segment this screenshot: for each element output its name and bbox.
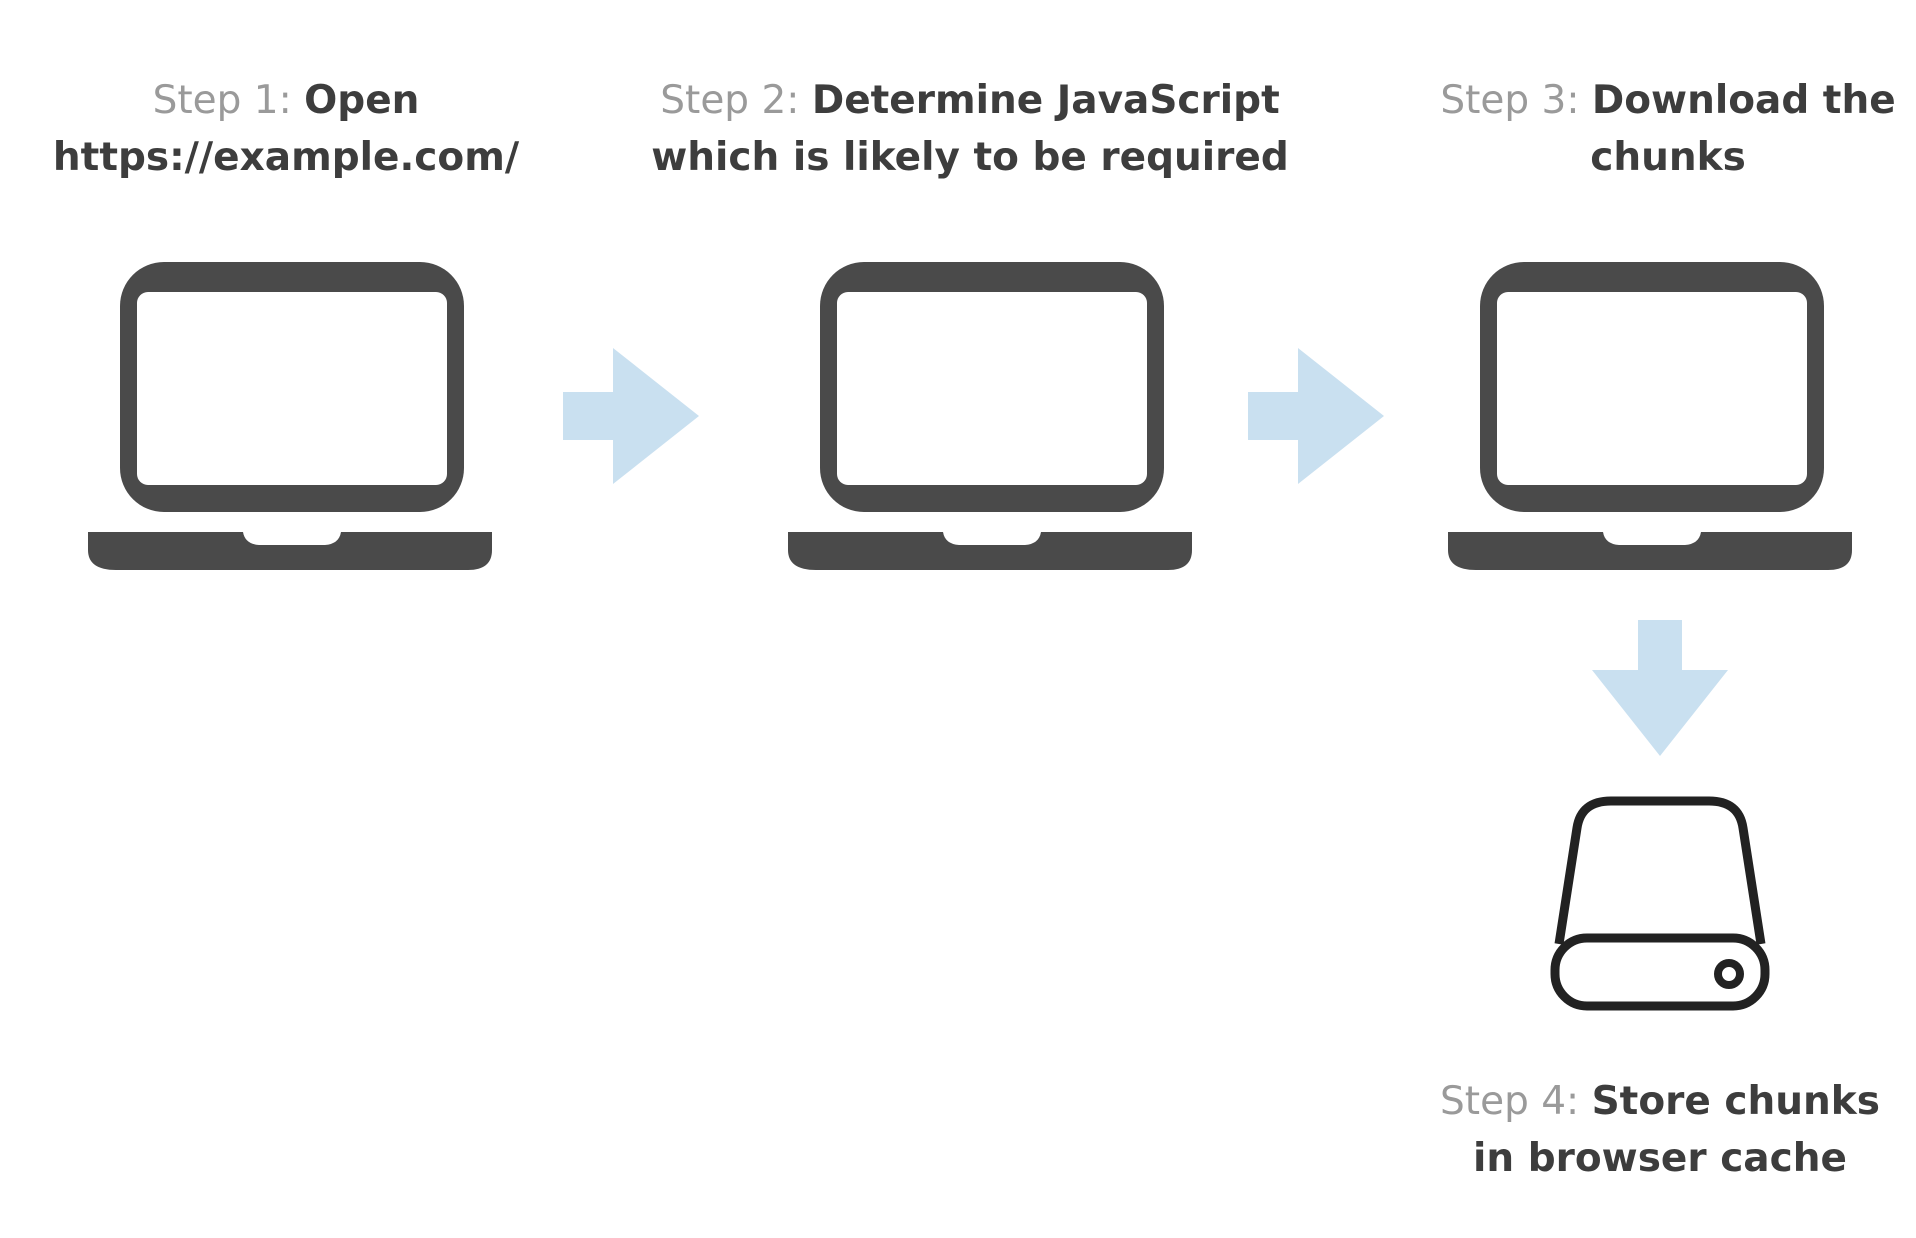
laptop-base xyxy=(1448,532,1852,570)
step-2-prefix: Step 2: xyxy=(660,78,800,123)
drive-indicator xyxy=(1714,959,1744,989)
step-4-title: Store chunks xyxy=(1591,1079,1880,1124)
step-3-caption: Step 3: Download the chunks xyxy=(1428,72,1908,186)
laptop-icon xyxy=(88,262,492,570)
arrow-down-icon xyxy=(1592,620,1728,756)
step-3-prefix: Step 3: xyxy=(1440,78,1580,123)
laptop-base xyxy=(788,532,1192,570)
step-2-caption-line-1: Step 2: Determine JavaScript xyxy=(640,72,1300,129)
step-4-prefix: Step 4: xyxy=(1440,1079,1580,1124)
laptop-base xyxy=(88,532,492,570)
laptop-notch xyxy=(243,532,341,545)
step-1-caption: Step 1: Open https://example.com/ xyxy=(0,72,572,186)
step-4-caption: Step 4: Store chunks in browser cache xyxy=(1420,1073,1900,1187)
drive-top-outline xyxy=(1554,796,1766,945)
step-2-caption: Step 2: Determine JavaScript which is li… xyxy=(640,72,1300,186)
hard-drive-icon xyxy=(1550,796,1770,1011)
laptop-screen xyxy=(837,292,1147,485)
laptop-screen xyxy=(1497,292,1807,485)
laptop-notch xyxy=(943,532,1041,545)
drive-body xyxy=(1550,933,1770,1011)
arrow-shape xyxy=(563,348,699,484)
laptop-notch xyxy=(1603,532,1701,545)
step-3-title: Download the xyxy=(1591,78,1896,123)
step-1-caption-line-1: Step 1: Open xyxy=(0,72,572,129)
laptop-screen xyxy=(137,292,447,485)
arrow-shape xyxy=(1592,620,1728,756)
laptop-icon xyxy=(788,262,1192,570)
arrow-right-icon xyxy=(1248,348,1384,484)
laptop-icon xyxy=(1448,262,1852,570)
step-1-title-line-2: https://example.com/ xyxy=(52,135,520,180)
step-2-title-line-2: which is likely to be required xyxy=(651,135,1289,180)
step-3-title-line-2: chunks xyxy=(1590,135,1746,180)
arrow-shape xyxy=(1248,348,1384,484)
step-4-title-line-2: in browser cache xyxy=(1473,1136,1847,1181)
step-1-title: Open xyxy=(304,78,420,123)
step-2-title: Determine JavaScript xyxy=(811,78,1280,123)
arrow-right-icon xyxy=(563,348,699,484)
step-3-caption-line-1: Step 3: Download the xyxy=(1428,72,1908,129)
step-1-prefix: Step 1: xyxy=(152,78,292,123)
step-4-caption-line-1: Step 4: Store chunks xyxy=(1420,1073,1900,1130)
